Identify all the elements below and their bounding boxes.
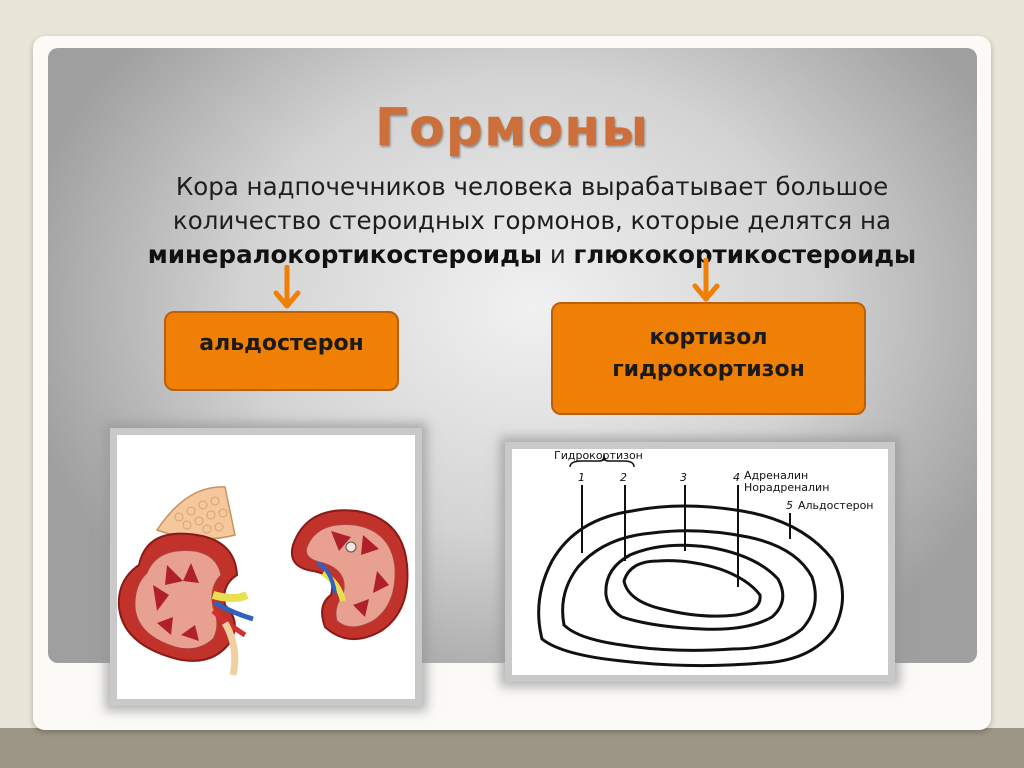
adrenalin-label: Адреналин [744,469,808,482]
body-line-2: количество стероидных гормонов, которые … [172,206,892,235]
adrenal-zones-diagram-frame: Гидрокортизон 1 2 3 4 5 Адреналин Норадр… [505,442,895,682]
conjunction: и [542,240,574,269]
aldosterone-diagram-label: Альдостерон [798,499,874,512]
background-bottom-band [0,728,1024,768]
slide-body-text: Кора надпочечников человека вырабатывает… [80,170,984,272]
cortisol-box: кортизол гидрокортизон [551,302,866,415]
hydrocortisone-diagram-label: Гидрокортизон [554,449,643,462]
aldosterone-label: альдостерон [199,331,364,356]
zone-number-4: 4 [733,471,740,484]
zone-number-3: 3 [680,471,687,484]
zone-number-5: 5 [786,499,793,512]
kidney-illustration [117,435,415,699]
zone-number-1: 1 [578,471,585,484]
arrow-down-icon-left [273,265,301,309]
cortisol-label: кортизол [649,325,768,350]
zone-number-2: 2 [620,471,627,484]
term-mineralocorticoids: минералокортикостероиды [147,240,543,269]
kidney-illustration-frame [110,428,422,706]
arrow-down-icon-right [692,258,720,302]
adrenal-zones-diagram: Гидрокортизон 1 2 3 4 5 Адреналин Норадр… [512,449,888,675]
body-line-1: Кора надпочечников человека вырабатывает… [175,172,889,201]
slide-title: Гормоны [374,98,650,158]
body-line-3: минералокортикостероиды и глюкокортикост… [80,238,984,272]
hydrocortisone-label: гидрокортизон [612,357,805,382]
noradrenalin-label: Норадреналин [744,481,829,494]
aldosterone-box: альдостерон [164,311,399,391]
term-glucocorticoids: глюкокортикостероиды [573,240,917,269]
